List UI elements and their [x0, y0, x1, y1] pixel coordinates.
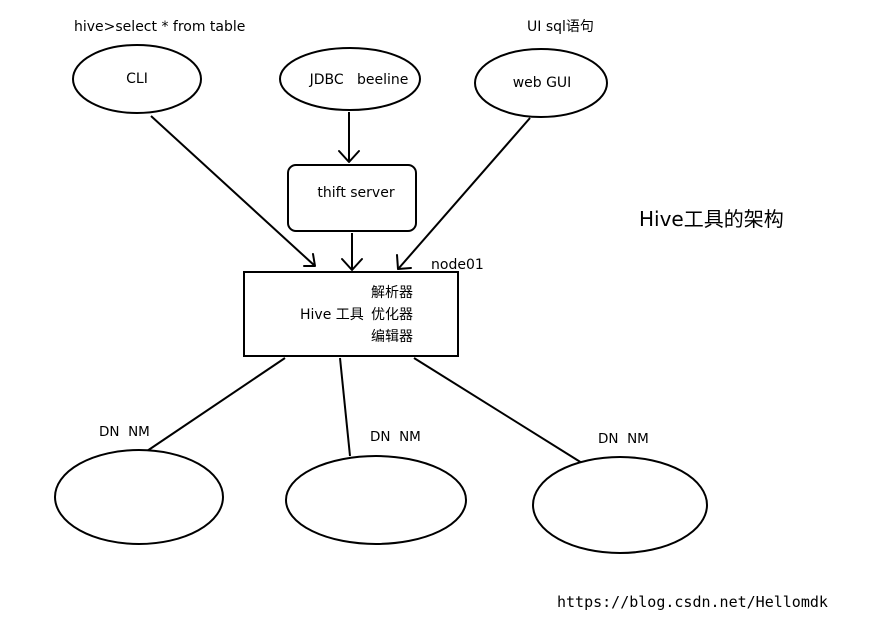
cli-node-label: CLI	[126, 71, 148, 87]
data-node-2: DN NM	[285, 429, 467, 545]
data-node-1: DN NM	[54, 424, 224, 545]
data-node-1-label: DN NM	[99, 424, 150, 440]
hive-component-optimizer: 优化器	[371, 307, 413, 323]
edge-hive-to-dn-1	[146, 357, 286, 452]
cli-command-annotation: hive>select * from table	[74, 19, 245, 35]
thrift-server-box	[287, 164, 417, 232]
web-gui-node: web GUI	[474, 48, 608, 118]
hive-tool-box	[243, 271, 459, 357]
edge-cli-to-hive-arrowhead	[303, 253, 316, 267]
data-node-1-shape	[54, 449, 224, 545]
node01-label: node01	[431, 257, 484, 273]
edge-webgui-to-hive-arrowhead	[396, 254, 412, 270]
data-node-3: DN NM	[532, 431, 708, 554]
data-node-2-label: DN NM	[370, 429, 421, 445]
hive-tool-node: Hive 工具 解析器 优化器 编辑器	[243, 271, 459, 357]
edge-cli-to-hive	[150, 115, 316, 267]
web-gui-node-label: web GUI	[513, 75, 572, 91]
hive-component-parser: 解析器	[371, 285, 413, 301]
data-node-2-shape	[285, 455, 467, 545]
hive-component-compiler: 编辑器	[371, 329, 413, 345]
gui-sql-annotation: UI sql语句	[527, 19, 594, 35]
edges	[146, 112, 583, 464]
data-node-3-label: DN NM	[598, 431, 649, 447]
edge-thrift-to-hive-arrowhead	[341, 258, 363, 271]
edge-hive-to-dn-2	[339, 357, 351, 457]
jdbc-beeline-node-shape	[279, 47, 421, 111]
web-gui-node-shape	[474, 48, 608, 118]
edge-webgui-to-hive	[398, 117, 531, 269]
data-node-3-shape	[532, 456, 708, 554]
cli-node-shape	[72, 44, 202, 114]
thrift-server-label: thift server	[317, 185, 394, 201]
watermark: https://blog.csdn.net/Hellomdk	[557, 593, 828, 611]
thrift-server-node: thift server	[287, 164, 417, 232]
hive-tool-name: Hive 工具	[300, 307, 364, 323]
diagram-title: Hive工具的架构	[639, 207, 784, 231]
cli-node: CLI	[72, 44, 202, 114]
jdbc-beeline-node: JDBC beeline	[279, 47, 421, 111]
edge-jdbc-to-thrift-arrowhead	[338, 150, 360, 163]
jdbc-beeline-node-label: JDBC beeline	[309, 72, 409, 88]
edge-hive-to-dn-3	[413, 357, 583, 464]
